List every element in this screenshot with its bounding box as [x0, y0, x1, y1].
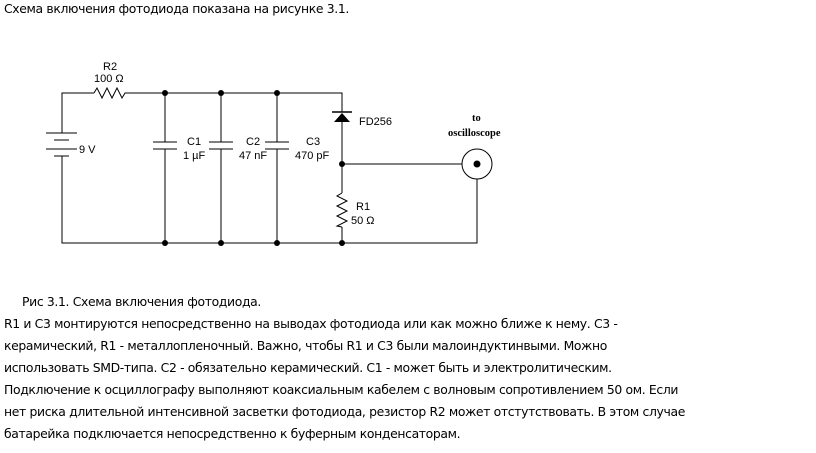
- junction-dots: [162, 90, 345, 246]
- output-label-to: to: [472, 113, 481, 124]
- paragraph-line: R1 и C3 монтируются непосредственно на в…: [4, 316, 618, 331]
- capacitor-c1: [153, 141, 177, 150]
- figure-caption: Рис 3.1. Схема включения фотодиода.: [22, 294, 261, 309]
- capacitor-c2: [209, 141, 233, 150]
- r2-value: 100 Ω: [94, 73, 124, 85]
- output-label-oscilloscope: oscilloscope: [448, 128, 501, 139]
- paragraph-line: керамический, R1 - металлопленочный. Важ…: [4, 338, 607, 353]
- c1-name: C1: [187, 136, 201, 148]
- paragraph-line: использовать SMD-типа. C2 - обязательно …: [4, 360, 612, 375]
- diode-name: FD256: [359, 116, 392, 128]
- paragraph-line: Подключение к осциллографу выполняют коа…: [4, 382, 679, 397]
- photodiode-icon: [332, 111, 352, 122]
- battery-icon: [46, 132, 77, 157]
- wires: [61, 92, 478, 244]
- r2-name: R2: [103, 61, 117, 73]
- c3-value: 470 pF: [295, 150, 330, 162]
- coax-connector-icon: [461, 148, 493, 180]
- capacitor-c3: [265, 141, 289, 150]
- photodiode-circuit-diagram: R2 100 Ω 9 V C1 1 µF C2 47 nF C3 470 pF …: [46, 61, 501, 246]
- paragraph-line: батарейка подключается непосредственно к…: [4, 426, 461, 441]
- resistor-r2: [93, 86, 128, 100]
- paragraph-line: нет риска длительной интенсивной засветк…: [4, 404, 686, 419]
- c2-name: C2: [246, 136, 260, 148]
- r1-value: 50 Ω: [351, 215, 375, 227]
- c2-value: 47 nF: [239, 150, 267, 162]
- c1-value: 1 µF: [183, 150, 206, 162]
- r1-name: R1: [356, 201, 370, 213]
- intro-text: Схема включения фотодиода показана на ри…: [4, 1, 349, 16]
- battery-value: 9 V: [79, 144, 96, 156]
- c3-name: C3: [306, 136, 320, 148]
- resistor-r1: [335, 192, 349, 228]
